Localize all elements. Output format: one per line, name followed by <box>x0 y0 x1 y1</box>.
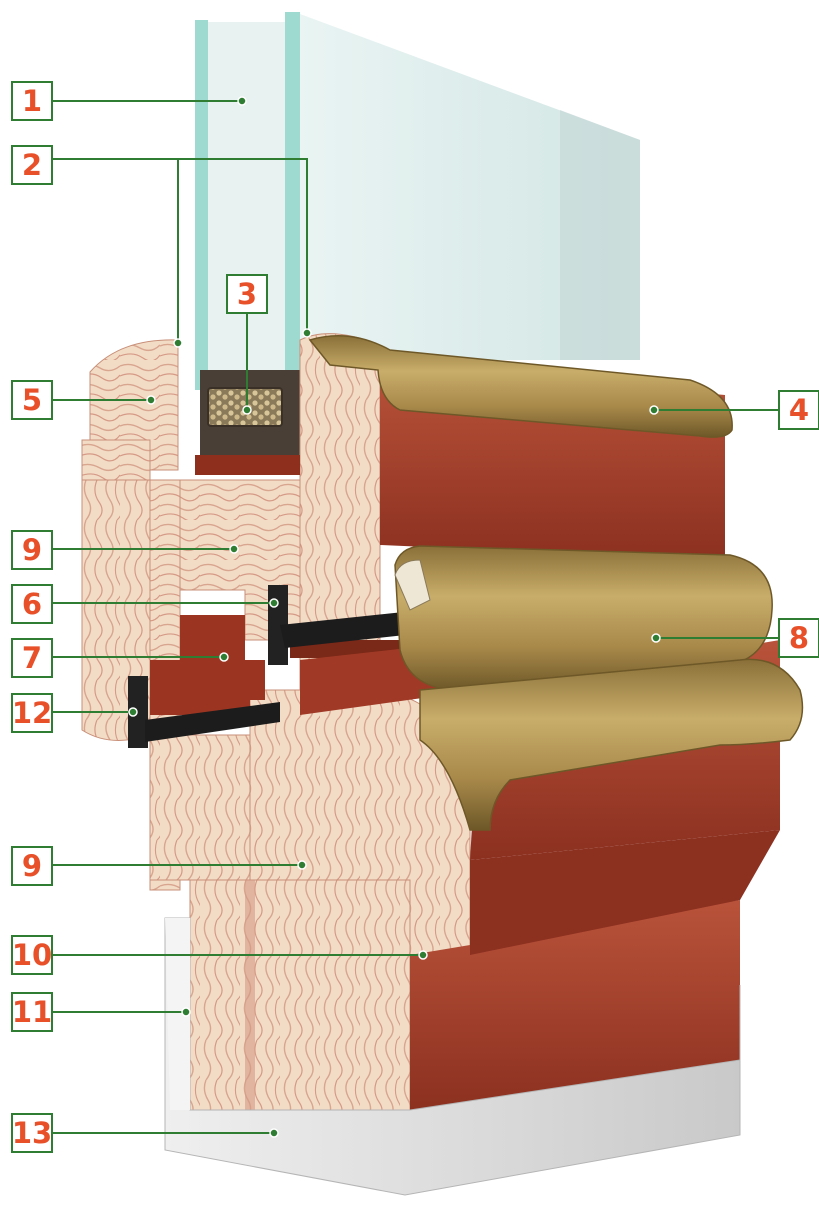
callout-number-c9b: 9 <box>22 849 42 883</box>
glass-pane-face <box>300 14 640 360</box>
leader-dot-c2 <box>173 338 183 348</box>
leader-dot-c10 <box>418 950 428 960</box>
glass-pane-inner-edge <box>285 12 300 390</box>
callout-box-c8 <box>778 618 819 658</box>
leader-lines <box>52 96 779 1138</box>
profile-clip <box>394 559 431 611</box>
callout-c11: 11 <box>11 992 53 1032</box>
callout-number-c10: 10 <box>12 938 52 972</box>
callout-box-c9a <box>11 530 53 570</box>
leader-dot-c9b <box>297 860 307 870</box>
callout-number-c13: 13 <box>12 1116 52 1150</box>
callout-number-c8: 8 <box>789 621 809 655</box>
callout-c13: 13 <box>11 1113 53 1153</box>
leader-line-c2 <box>52 158 179 343</box>
glass-pane-outer-edge <box>195 20 208 390</box>
sash-cladding-8 <box>394 545 773 691</box>
callout-box-c9b <box>11 846 53 886</box>
leader-line-c2-b <box>178 158 308 333</box>
leader-dot-c6 <box>269 598 279 608</box>
callout-number-c4: 4 <box>789 393 809 427</box>
leader-dot-c8 <box>651 633 661 643</box>
callout-number-c9a: 9 <box>22 533 42 567</box>
callout-number-c6: 6 <box>22 587 42 621</box>
callout-c1: 1 <box>11 81 53 121</box>
callout-c12: 12 <box>11 693 53 733</box>
callout-box-c1 <box>11 81 53 121</box>
callout-c2: 2 <box>11 145 53 185</box>
callout-box-c7 <box>11 638 53 678</box>
callout-box-c10 <box>11 935 53 975</box>
callout-number-c7: 7 <box>22 641 42 675</box>
frame-seal-strip <box>145 702 280 742</box>
lower-cladding-face <box>410 900 740 1110</box>
callout-number-c2: 2 <box>22 148 42 182</box>
callout-number-c5: 5 <box>22 383 42 417</box>
frame-glue-joint <box>245 880 255 1110</box>
leader-dot-c9a <box>229 544 239 554</box>
callout-number-c1: 1 <box>22 84 42 118</box>
leader-dot-c12 <box>128 707 138 717</box>
frame-seal-12 <box>128 676 148 748</box>
sill-13 <box>164 917 741 1196</box>
frame-base <box>189 879 411 1111</box>
callout-box-c4 <box>778 390 819 430</box>
callout-box-c6 <box>11 584 53 624</box>
callout-c3: 3 <box>226 274 268 314</box>
callout-number-c3: 3 <box>237 277 257 311</box>
leader-dot-c13 <box>269 1128 279 1138</box>
callout-c9b: 9 <box>11 846 53 886</box>
glass-rebate <box>195 455 300 475</box>
callout-c4: 4 <box>778 390 819 430</box>
callout-box-c13 <box>11 1113 53 1153</box>
leader-dot-c4 <box>649 405 659 415</box>
sill-front-lip <box>165 918 190 1110</box>
callout-c7: 7 <box>11 638 53 678</box>
callout-number-c12: 12 <box>12 696 52 730</box>
lower-cladding-shadow <box>470 830 780 955</box>
seals <box>128 585 470 748</box>
drip-cladding <box>419 658 804 831</box>
leader-dot-c1 <box>237 96 247 106</box>
callout-box-c3 <box>226 274 268 314</box>
callout-box-c12 <box>11 693 53 733</box>
outer-sash-head <box>89 339 179 471</box>
callout-c5: 5 <box>11 380 53 420</box>
leader-dot-c3 <box>242 405 252 415</box>
top-weather-cap-4 <box>308 335 733 438</box>
callout-box-c11 <box>11 992 53 1032</box>
callout-c6: 6 <box>11 584 53 624</box>
leader-dot-c2-b <box>302 328 312 338</box>
leader-dot-c7 <box>219 652 229 662</box>
wood-frame <box>81 333 471 1111</box>
glass-pane-edge-inner <box>560 110 640 360</box>
callout-number-c11: 11 <box>12 995 52 1029</box>
leader-dot-c11 <box>181 1007 191 1017</box>
callout-box-c5 <box>11 380 53 420</box>
callout-c9a: 9 <box>11 530 53 570</box>
leader-dot-c5 <box>146 395 156 405</box>
callout-box-c2 <box>11 145 53 185</box>
aluminium-profiles <box>308 335 804 831</box>
drainage-channel-7 <box>150 615 265 715</box>
callout-c8: 8 <box>778 618 819 658</box>
callout-c10: 10 <box>11 935 53 975</box>
